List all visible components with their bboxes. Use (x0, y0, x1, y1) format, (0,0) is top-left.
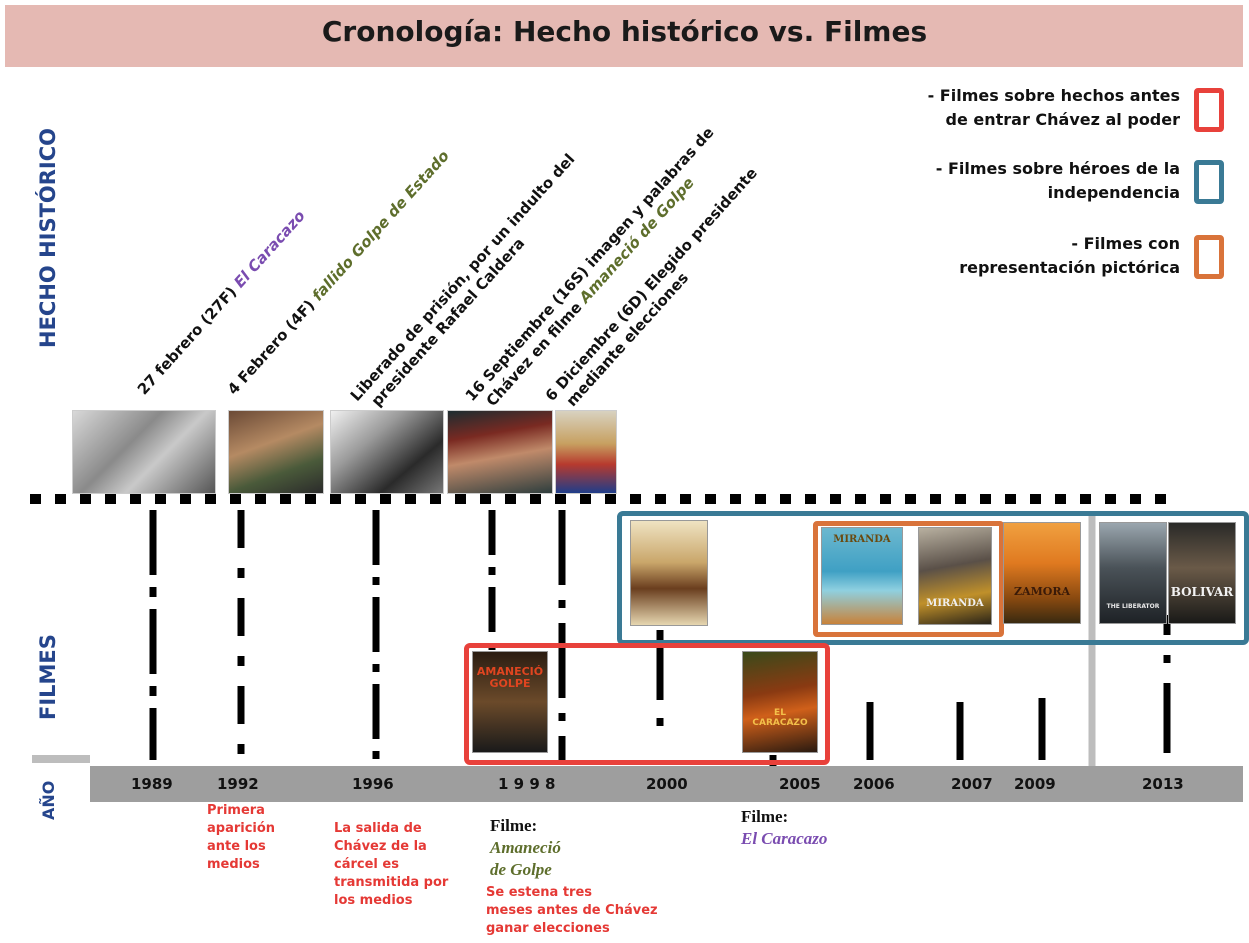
poster-bolivar: BOLIVAR (1168, 522, 1236, 624)
legend-swatch-red (1194, 88, 1224, 132)
title-bar (5, 5, 1243, 67)
year-2013: 2013 (1142, 775, 1184, 793)
year-1998: 1 9 9 8 (498, 775, 556, 793)
year-bar (90, 766, 1243, 802)
photo-chavez-16s (447, 410, 553, 494)
year-2005: 2005 (779, 775, 821, 793)
frame-representacion-pictorica (813, 521, 1004, 637)
photo-golpe-4f (228, 410, 324, 494)
film-label-2005: Filme: El Caracazo (741, 807, 828, 848)
film-label-1998: Filme: Amaneció de Golpe (490, 816, 561, 879)
year-2006: 2006 (853, 775, 895, 793)
year-bar-stub (32, 755, 90, 763)
poster-el-caracazo: EL CARACAZO (742, 651, 818, 753)
year-2000: 2000 (646, 775, 688, 793)
poster-zamora: ZAMORA (1003, 522, 1081, 624)
legend-swatch-orange (1194, 235, 1224, 279)
poster-the-liberator: THE LIBERATOR (1099, 522, 1167, 624)
year-1992: 1992 (217, 775, 259, 793)
legend-swatch-blue (1194, 160, 1224, 204)
frame-heroes-independencia (617, 511, 1249, 645)
year-1989: 1989 (131, 775, 173, 793)
poster-miranda-2: MIRANDA (918, 527, 992, 625)
year-2007: 2007 (951, 775, 993, 793)
year-1996: 1996 (352, 775, 394, 793)
poster-amanecio-golpe: AMANECIÓ GOLPE (472, 651, 548, 753)
frame-hechos-antes-poder (464, 643, 830, 765)
year-2009: 2009 (1014, 775, 1056, 793)
photo-caracazo (72, 410, 216, 494)
poster-heroes-2000 (630, 520, 708, 626)
page-title: Cronología: Hecho histórico vs. Filmes (321, 15, 928, 48)
photo-chavez-presidente (555, 410, 617, 494)
photo-liberado (330, 410, 444, 494)
poster-miranda-1: MIRANDA (821, 527, 903, 625)
